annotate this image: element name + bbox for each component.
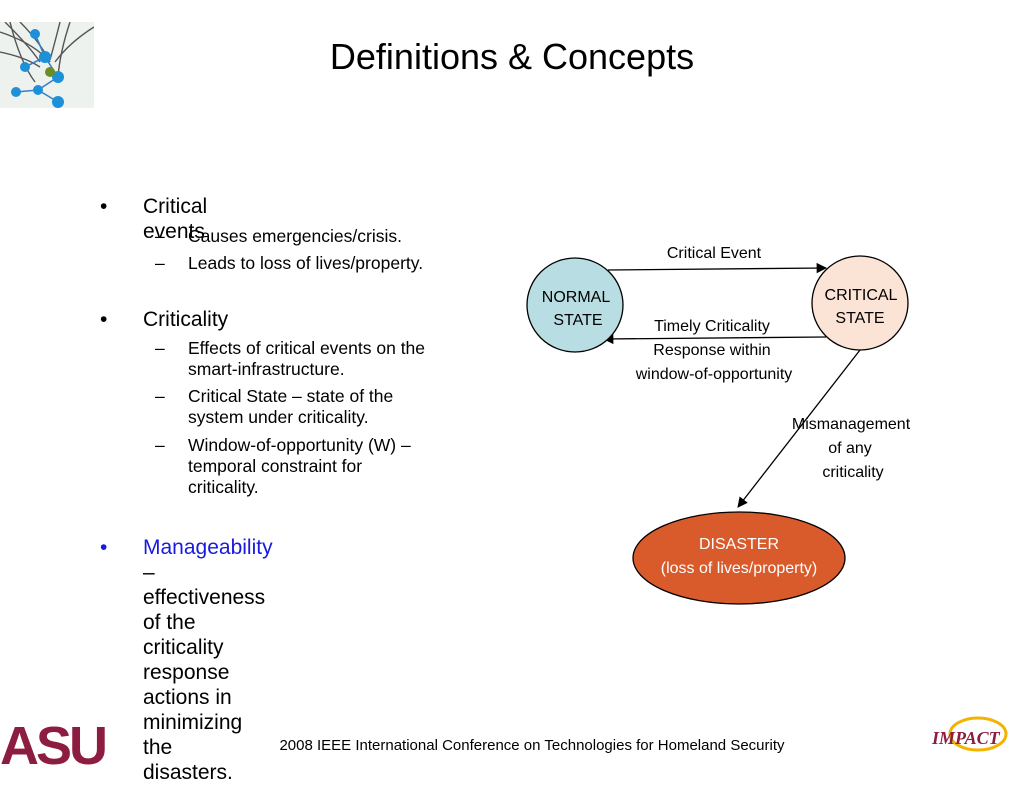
- node-disaster: DISASTER (loss of lives/property): [632, 511, 846, 605]
- edge-response-label-line2: Response within: [653, 342, 770, 359]
- edge-mismanagement-label-line3: criticality: [822, 464, 883, 481]
- edge-response-label-line1: Timely Criticality: [654, 318, 770, 335]
- sub-bullet-text: Window-of-opportunity (W) – temporal con…: [188, 435, 508, 498]
- node-normal-line2: STATE: [553, 312, 602, 329]
- node-normal-state: NORMAL STATE: [526, 257, 624, 353]
- sub-bullet-line: smart-infrastructure.: [188, 359, 345, 379]
- node-critical-state: CRITICAL STATE: [811, 255, 909, 351]
- sub-bullet-dash: –: [155, 226, 165, 246]
- bullet-line: actions in minimizing the: [143, 686, 243, 759]
- node-critical-line2: STATE: [835, 310, 884, 327]
- sub-bullet-line: Window-of-opportunity (W) –: [188, 435, 411, 455]
- sub-bullet-text: Causes emergencies/crisis.: [188, 226, 402, 246]
- sub-bullet-line: Effects of critical events on the: [188, 338, 426, 358]
- bullet-line: – effectiveness: [143, 561, 266, 609]
- node-normal-line1: NORMAL: [542, 289, 611, 306]
- node-disaster-line2: (loss of lives/property): [661, 560, 818, 577]
- sub-bullet-dash: –: [155, 253, 165, 273]
- slide-footer: 2008 IEEE International Conference on Te…: [279, 737, 785, 754]
- slide-title: Definitions & Concepts: [329, 36, 695, 77]
- network-graphic-icon: [0, 22, 94, 108]
- impact-logo: IMPACT: [931, 716, 1008, 752]
- node-disaster-line1: DISASTER: [699, 536, 779, 553]
- asu-logo: ASU: [0, 716, 108, 768]
- edge-mismanagement-label-line2: of any: [828, 440, 872, 457]
- sub-bullet-dash: –: [155, 386, 165, 406]
- state-diagram: NORMAL STATE CRITICAL STATE DISASTER (lo…: [526, 245, 911, 605]
- node-critical-line1: CRITICAL: [825, 287, 898, 304]
- bullet-label: Critical events: [143, 195, 208, 243]
- sub-bullet-line: system under criticality.: [188, 407, 369, 427]
- edge-critical-event-arrow: [607, 262, 828, 274]
- edge-response-label-line3: window-of-opportunity: [635, 366, 793, 383]
- edge-mismanagement-label-line1: Mismanagement: [792, 416, 911, 433]
- impact-logo-text: IMPACT: [931, 728, 1001, 748]
- manageability-term: Manageability: [143, 536, 273, 559]
- sub-bullet-line: temporal constraint for: [188, 456, 363, 476]
- edge-response-arrow: [602, 333, 827, 345]
- sub-bullet-text: Leads to loss of lives/property.: [188, 253, 424, 273]
- sub-bullet-dash: –: [155, 435, 165, 455]
- edge-mismanagement-arrow: [737, 349, 861, 508]
- edge-critical-event-label: Critical Event: [667, 245, 762, 262]
- sub-bullet-text: Critical State – state of the system und…: [188, 386, 508, 428]
- bullet-dot: •: [100, 195, 108, 218]
- bullet-dot: •: [100, 536, 108, 559]
- bullet-dot: •: [100, 308, 108, 331]
- sub-bullet-dash: –: [155, 338, 165, 358]
- sub-bullet-text: Effects of critical events on the smart-…: [188, 338, 508, 380]
- bullet-label: Criticality: [143, 308, 229, 331]
- sub-bullet-line: Critical State – state of the: [188, 386, 394, 406]
- asu-logo-text: ASU: [0, 716, 105, 768]
- bullet-line: of the criticality response: [143, 611, 230, 684]
- sub-bullet-line: criticality.: [188, 477, 259, 497]
- bullet-line: disasters.: [143, 761, 233, 784]
